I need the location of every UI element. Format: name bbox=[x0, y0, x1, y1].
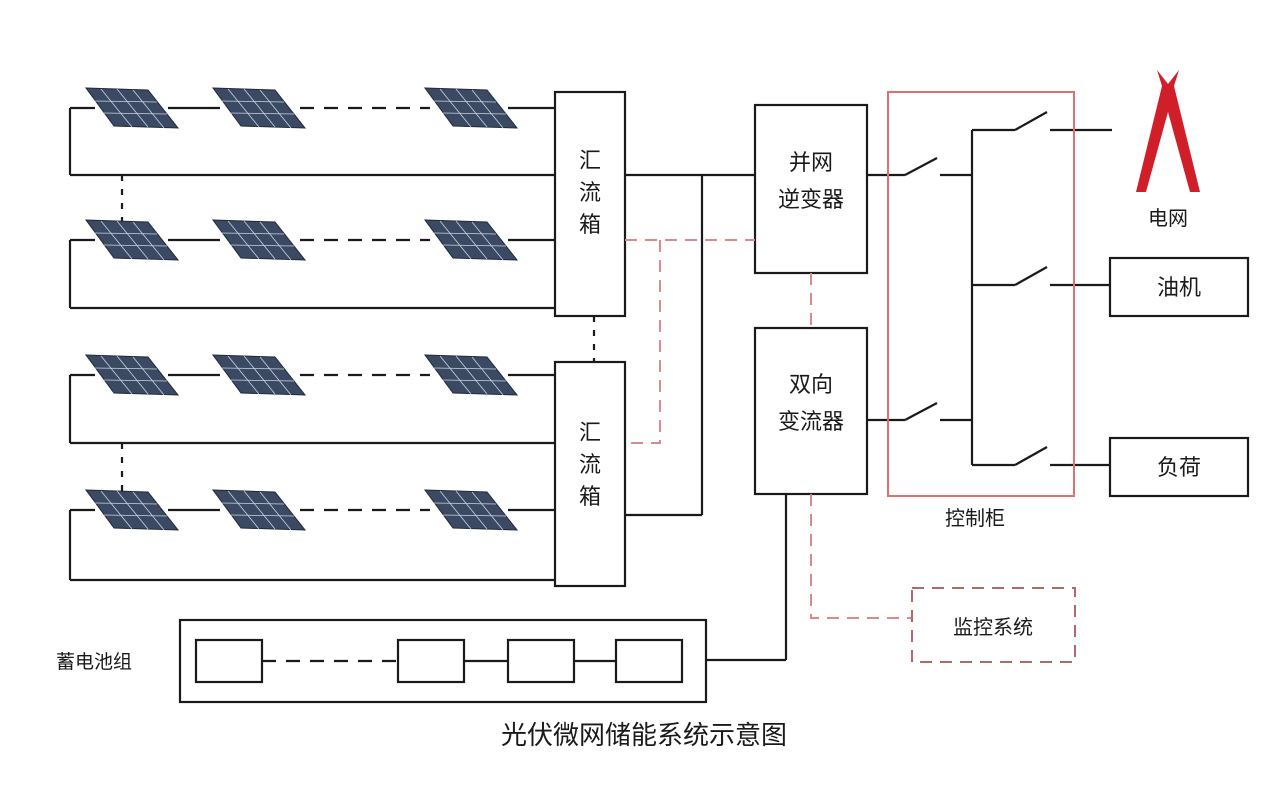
battery-cell-icon bbox=[194, 638, 264, 684]
bidirectional-converter-box: 双向 变流器 bbox=[753, 326, 869, 496]
switch-icon bbox=[1014, 446, 1048, 466]
grid-label: 电网 bbox=[1148, 206, 1188, 230]
combiner-label-char: 流 bbox=[579, 181, 601, 206]
monitoring-system-box: 监控系统 bbox=[911, 587, 1076, 663]
battery-cell-icon bbox=[506, 638, 576, 684]
solar-panel-icon bbox=[423, 354, 519, 396]
switch-icon bbox=[1014, 111, 1048, 131]
combiner-label-char: 汇 bbox=[579, 421, 601, 446]
battery-cell-icon bbox=[614, 638, 684, 684]
control-cabinet-frame bbox=[887, 91, 1075, 497]
battery-cell-icon bbox=[396, 638, 466, 684]
switch-icon bbox=[1014, 266, 1048, 286]
monitoring-system-label: 监控系统 bbox=[953, 615, 1033, 639]
solar-panel-icon bbox=[211, 489, 307, 531]
control-cabinet-label: 控制柜 bbox=[945, 506, 1005, 530]
solar-panel-icon bbox=[84, 87, 180, 129]
load-label: 负荷 bbox=[1157, 456, 1201, 481]
diagram-caption: 光伏微网储能系统示意图 bbox=[501, 721, 787, 751]
signal-dashed-lines bbox=[625, 239, 912, 619]
load-box: 负荷 bbox=[1108, 436, 1250, 498]
grid-inverter-box: 并网 逆变器 bbox=[753, 103, 869, 275]
solar-panel-icon bbox=[84, 489, 180, 531]
control-cabinet-wiring bbox=[867, 111, 1112, 467]
converter-label-line1: 双向 bbox=[789, 373, 833, 398]
solar-panels bbox=[84, 87, 519, 531]
solar-panel-icon bbox=[84, 219, 180, 261]
solar-panel-icon bbox=[423, 489, 519, 531]
solar-panel-icon bbox=[84, 354, 180, 396]
combiner-label-char: 箱 bbox=[579, 213, 601, 238]
inverter-label-line2: 逆变器 bbox=[778, 188, 844, 213]
combiner-label-char: 箱 bbox=[579, 485, 601, 510]
solar-panel-icon bbox=[423, 219, 519, 261]
solar-panel-icon bbox=[211, 219, 307, 261]
switch-icon bbox=[904, 402, 938, 421]
switch-icon bbox=[904, 157, 938, 176]
combiner-label-char: 流 bbox=[579, 453, 601, 478]
battery-bank-label: 蓄电池组 bbox=[56, 651, 132, 673]
solar-panel-icon bbox=[423, 87, 519, 129]
solar-panel-icon bbox=[211, 87, 307, 129]
inverter-label-line1: 并网 bbox=[789, 151, 833, 176]
combiner-box-bottom: 汇 流 箱 bbox=[553, 360, 627, 588]
battery-bank bbox=[178, 618, 708, 704]
combiner-box-top: 汇 流 箱 bbox=[553, 90, 627, 318]
transmission-tower-icon bbox=[1136, 70, 1200, 192]
diesel-generator-box: 油机 bbox=[1108, 256, 1250, 318]
dc-bus-wires bbox=[625, 173, 755, 517]
converter-label-line2: 变流器 bbox=[778, 410, 844, 435]
combiner-label-char: 汇 bbox=[579, 149, 601, 174]
diesel-generator-label: 油机 bbox=[1157, 276, 1201, 301]
pv-string-wiring bbox=[68, 106, 596, 582]
solar-panel-icon bbox=[211, 354, 307, 396]
